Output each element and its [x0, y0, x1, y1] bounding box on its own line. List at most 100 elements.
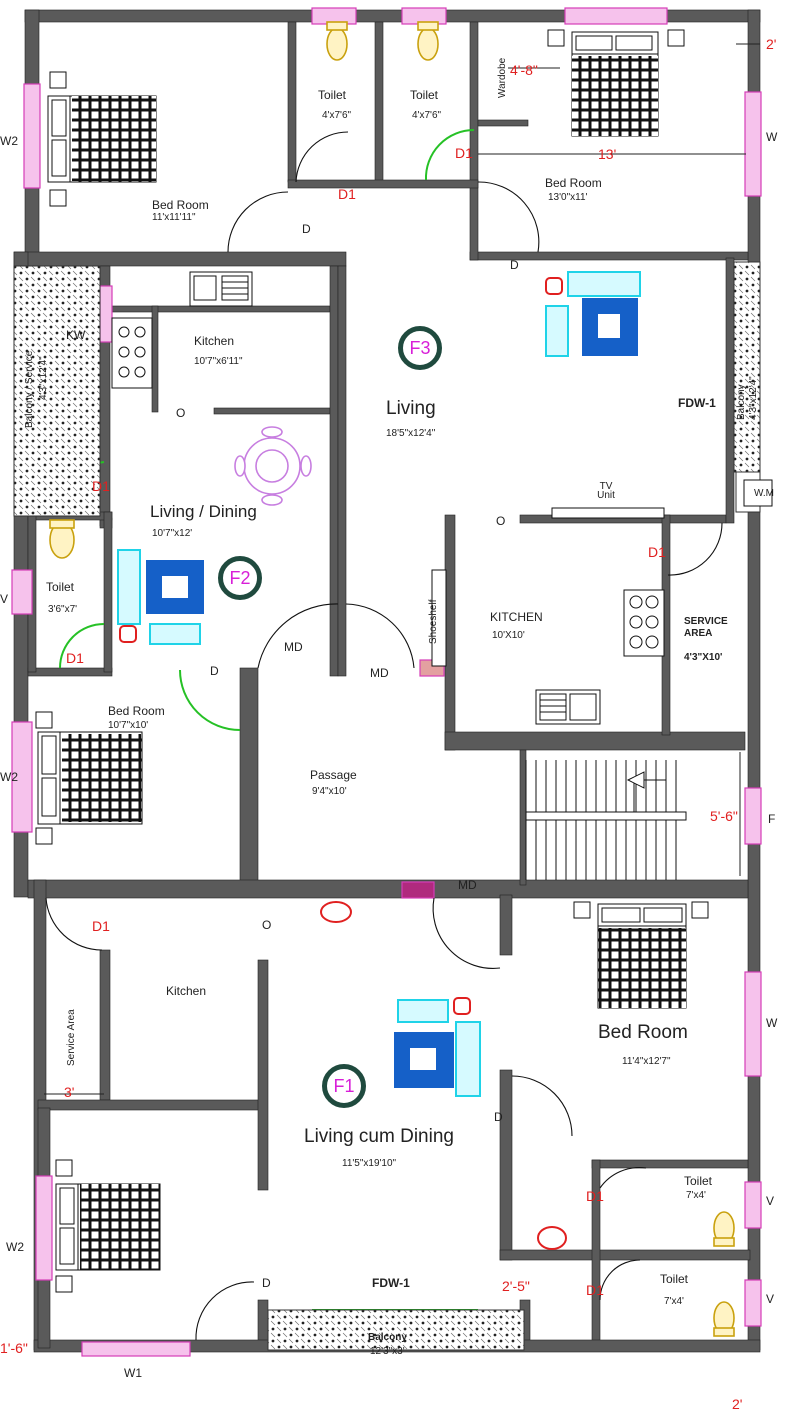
living-furniture-f2: [117, 426, 312, 645]
dim-3: 3': [64, 1084, 75, 1100]
room-name-toilet3: Toilet: [46, 580, 75, 594]
room-size-service-f3: 4'3"X10': [684, 652, 723, 663]
flat-badge-f1: F1: [322, 1064, 366, 1108]
window-label-v-f2: V: [0, 592, 9, 606]
room-name-service-f1: Service Area: [66, 1009, 77, 1066]
door-label-d1-green: D1: [455, 145, 473, 161]
door-label-d1-toilet5: D1: [586, 1282, 604, 1298]
room-name-living-f3: Living: [386, 398, 436, 419]
room-name-bed2: Bed Room: [545, 176, 602, 190]
window-label-w2-f2: W2: [0, 770, 18, 784]
room-size-living-f3: 18'5"x12'4": [386, 428, 436, 439]
tv-unit-label: TV Unit: [597, 481, 615, 501]
room-name-passage: Passage: [310, 768, 357, 782]
beds: [35, 29, 709, 1293]
window-label-fdw-f1: FDW-1: [372, 1276, 410, 1290]
wm-label: W.M: [754, 488, 774, 499]
window-label-fdw-f3: FDW-1: [678, 396, 716, 410]
room-name-bed3: Bed Room: [108, 704, 165, 718]
door-label-d1-f3: D1: [648, 544, 666, 560]
window-label-w2-top: W2: [0, 134, 18, 148]
room-name-bed4: Bed Room: [598, 1022, 688, 1043]
bed-top-right: [547, 29, 685, 137]
window-label-v1: V: [766, 1194, 775, 1208]
door-label-d-bed4: D: [494, 1110, 503, 1124]
balcony-right-name: Balcony: [736, 384, 747, 420]
wardrobe-label: Wardobe: [497, 57, 508, 98]
dim-1-6: 1'-6": [0, 1340, 28, 1356]
dim-wardrobe: 4'-8": [510, 62, 538, 78]
washbasins: [320, 901, 567, 1250]
room-size-bed2: 13'0"x11': [548, 192, 588, 203]
door-label-d1-top: D1: [338, 186, 356, 202]
door-label-d1-f1: D1: [92, 918, 110, 934]
door-label-d-f3: D: [510, 258, 519, 272]
balcony-right-size: 4'3"x12'4": [748, 376, 759, 420]
dim-5-6: 5'-6": [710, 808, 738, 824]
kitchen-fixtures: [111, 271, 773, 725]
room-size-passage: 9'4"x10': [312, 786, 347, 797]
dim-2-bottom: 2': [732, 1396, 743, 1412]
room-size-living-f1: 11'5"x19'10": [342, 1158, 397, 1169]
window-label-v2: V: [766, 1292, 775, 1306]
door-label-md-3: MD: [458, 878, 477, 892]
dim-2: 2': [766, 36, 777, 52]
window-label-w-top: W: [766, 130, 778, 144]
room-name-living-dining-f2: Living / Dining: [150, 502, 257, 521]
living-furniture-f1: [394, 997, 481, 1097]
flat-badge-f3: F3: [398, 326, 442, 370]
room-size-toilet2: 4'x7'6": [412, 110, 442, 121]
room-name-living-f1: Living cum Dining: [304, 1126, 454, 1147]
dim-2-5: 2'-5": [502, 1278, 530, 1294]
room-size-toilet3: 3'6"x7': [48, 604, 78, 615]
door-label-md-2: MD: [370, 666, 389, 680]
ceiling-point-f1: O: [262, 918, 272, 932]
bed-top-left: [47, 71, 157, 207]
shoeshelf-label: Shoeshelf: [428, 599, 439, 644]
room-name-toilet5: Toilet: [660, 1272, 689, 1286]
room-size-kitchen-f3: 10'X10': [492, 630, 525, 641]
room-name-service-f3: SERVICE AREA: [684, 616, 728, 639]
bed-f1-left: [55, 1159, 161, 1293]
room-size-bed3: 10'7"x10': [108, 720, 149, 731]
dimension-lines: [44, 43, 760, 1095]
room-size-toilet1: 4'x7'6": [322, 110, 352, 121]
door-label-md-1: MD: [284, 640, 303, 654]
staircase: [525, 752, 741, 880]
room-size-bed4: 11'4"x12'7": [622, 1056, 671, 1067]
room-size-bed1: 11'x11'11": [152, 212, 196, 223]
living-furniture-f3: [545, 271, 641, 357]
ceiling-point-f3: O: [496, 514, 506, 528]
toilet-fixtures: [49, 21, 735, 1337]
door-label-d1-toilet3: D1: [66, 650, 84, 666]
door-label-d1-balcony: D1: [92, 478, 110, 494]
door-label-d1-toilet4: D1: [586, 1188, 604, 1204]
room-name-toilet2: Toilet: [410, 88, 439, 102]
room-size-living-dining-f2: 10'7"x12': [152, 528, 193, 539]
bed-f1-right: [573, 901, 709, 1009]
window-label-kw: KW: [66, 328, 86, 342]
room-size-kitchen-f2: 10'7"x6'11": [194, 356, 243, 367]
dim-13: 13': [598, 146, 617, 162]
room-name-bed1: Bed Room: [152, 198, 209, 212]
window-label-f: F: [768, 812, 776, 826]
ceiling-point-f2: O: [176, 406, 186, 420]
flat-badge-f2: F2: [218, 556, 262, 600]
walls: [13, 9, 761, 1353]
room-size-toilet5: 7'x4': [664, 1296, 684, 1307]
room-name-toilet1: Toilet: [318, 88, 347, 102]
door-swings: [45, 131, 723, 1341]
door-label-d-f2: D: [210, 664, 219, 678]
room-size-balcony-f1: 12'3"x3': [370, 1346, 405, 1357]
room-name-kitchen-f1: Kitchen: [166, 984, 207, 998]
door-label-d-f1: D: [262, 1276, 271, 1290]
window-label-w-f1: W: [766, 1016, 778, 1030]
window-label-w1: W1: [124, 1366, 142, 1380]
balcony-left-name: Balcony / Service: [24, 350, 35, 428]
room-name-balcony-f1: Balcony: [368, 1332, 407, 1343]
bed-f2: [35, 711, 143, 845]
window-label-w2-f1: W2: [6, 1240, 24, 1254]
room-name-kitchen-f2: Kitchen: [194, 334, 235, 348]
windows: [11, 7, 762, 1357]
balcony-left-size: 4'3"x12'4": [38, 356, 49, 400]
